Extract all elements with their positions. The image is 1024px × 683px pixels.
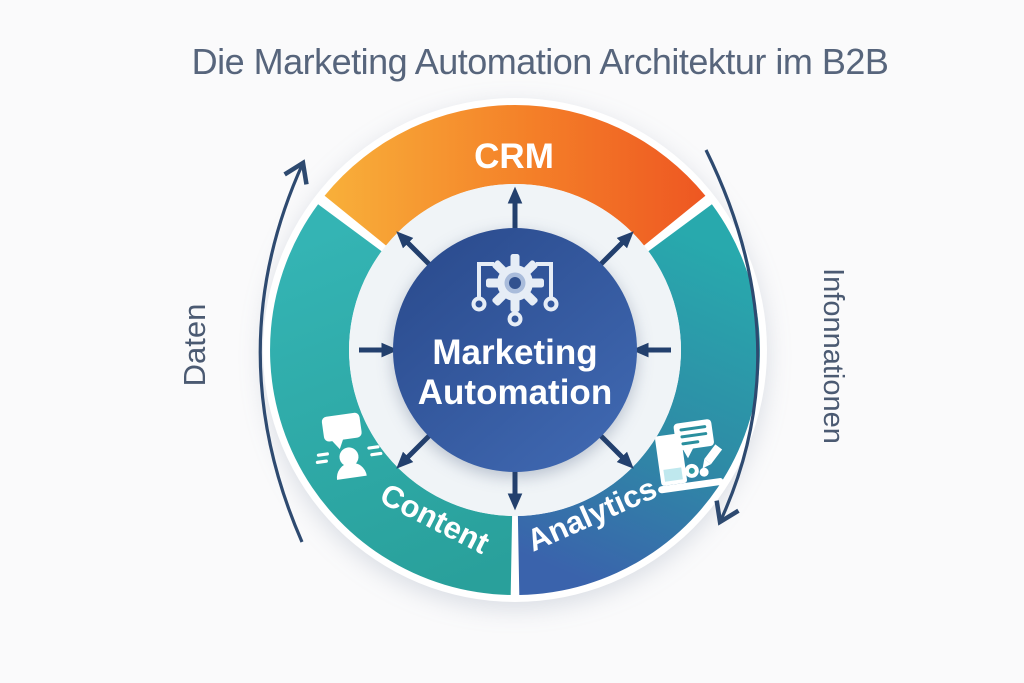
arrow-up-right-icon: [596, 231, 634, 269]
segment-content: [270, 204, 513, 596]
center-label-line2: Automation: [418, 373, 612, 412]
arrow-up-left-icon: [396, 231, 434, 269]
left-flow-arrow-icon: [258, 159, 309, 543]
right-axis-label: Infonnationen: [817, 268, 849, 444]
analytics-report-icon: [655, 419, 724, 494]
segment-analytics: [517, 204, 760, 596]
segment-label-crm: CRM: [474, 137, 554, 176]
left-axis-label: Daten: [177, 304, 212, 387]
diagram-title: Die Marketing Automation Architektur im …: [192, 41, 889, 82]
right-flow-arrow-icon: [704, 149, 760, 526]
content-person-chat-icon: [315, 412, 383, 480]
center-circle: [393, 228, 637, 472]
segment-crm: [324, 104, 706, 246]
arrow-down-left-icon: [396, 431, 434, 469]
automation-gear-icon: [471, 254, 559, 327]
center-label-line1: Marketing: [432, 333, 597, 372]
arrow-down-right-icon: [596, 431, 634, 469]
radial-arrows: [359, 186, 671, 511]
